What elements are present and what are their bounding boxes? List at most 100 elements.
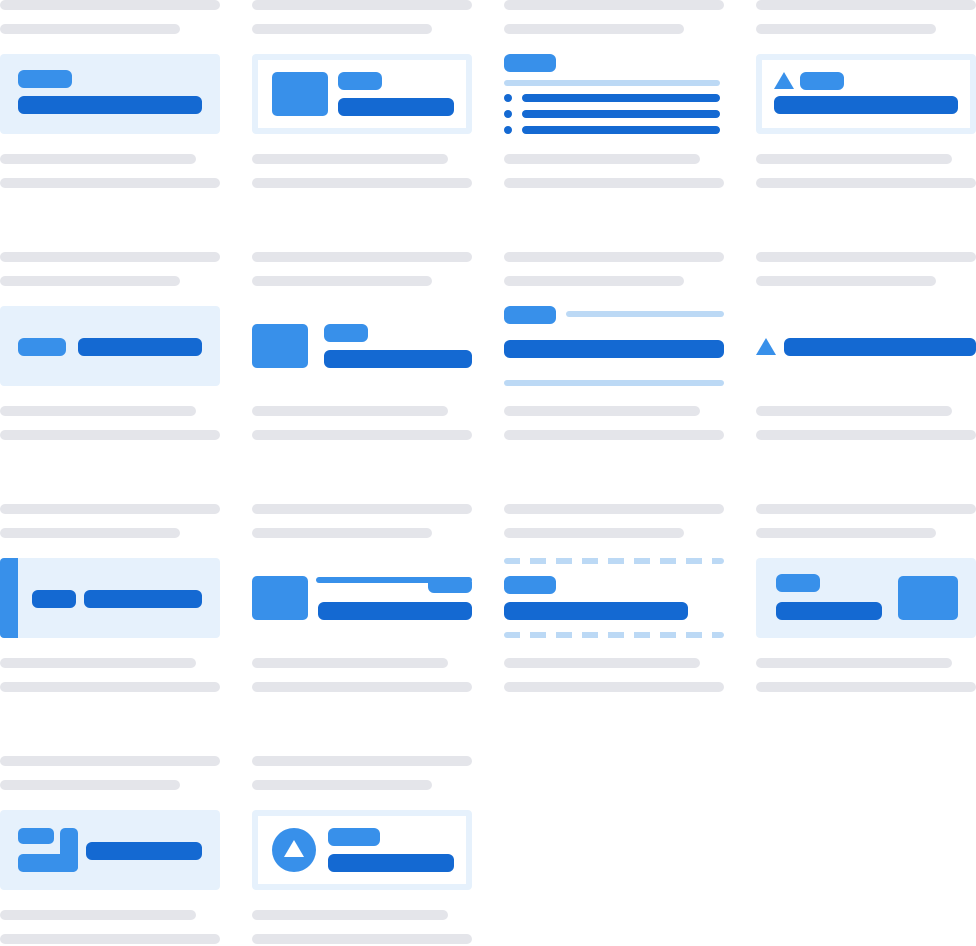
- skeleton-line: [504, 252, 724, 262]
- skeleton-line: [252, 252, 472, 262]
- tile-11[interactable]: [504, 504, 724, 694]
- skeleton-line: [756, 252, 976, 262]
- tile-6[interactable]: [252, 252, 472, 442]
- bullet-line: [522, 94, 720, 102]
- label-chip: [32, 590, 76, 608]
- tile-7[interactable]: [504, 252, 724, 442]
- tile-10[interactable]: [252, 504, 472, 694]
- skeleton-line: [0, 252, 220, 262]
- skeleton-line: [0, 658, 196, 668]
- skeleton-line: [0, 780, 180, 790]
- skeleton-line: [504, 178, 724, 188]
- skeleton-line: [504, 658, 700, 668]
- bullet-dot: [504, 94, 512, 102]
- skeleton-line: [504, 276, 684, 286]
- list-heading-chip: [504, 54, 556, 72]
- skeleton-line: [504, 682, 724, 692]
- skeleton-line: [504, 0, 724, 10]
- primary-bar: [18, 96, 202, 114]
- primary-bar: [784, 338, 976, 356]
- primary-bar: [324, 350, 472, 368]
- warning-triangle-icon: [774, 72, 794, 89]
- bullet-line: [522, 110, 720, 118]
- skeleton-line: [756, 504, 976, 514]
- skeleton-line: [0, 504, 220, 514]
- tile-4[interactable]: [756, 0, 976, 190]
- skeleton-line: [252, 24, 432, 34]
- label-chip: [18, 338, 66, 356]
- image-placeholder: [272, 72, 328, 116]
- skeleton-line: [504, 406, 700, 416]
- skeleton-line: [504, 24, 684, 34]
- tile-3[interactable]: [504, 0, 724, 190]
- primary-bar: [86, 842, 202, 860]
- label-chip: [428, 577, 472, 593]
- skeleton-line: [0, 24, 180, 34]
- bullet-dot: [504, 110, 512, 118]
- skeleton-line: [252, 406, 448, 416]
- tile-8[interactable]: [756, 252, 976, 442]
- primary-bar: [504, 602, 688, 620]
- skeleton-line: [0, 406, 196, 416]
- skeleton-line: [0, 430, 220, 440]
- skeleton-line: [0, 682, 220, 692]
- tile-14[interactable]: [252, 756, 472, 946]
- skeleton-line: [504, 154, 700, 164]
- bullet-line: [522, 126, 720, 134]
- skeleton-line: [756, 430, 976, 440]
- skeleton-line: [504, 430, 724, 440]
- primary-bar: [318, 602, 472, 620]
- tile-2[interactable]: [252, 0, 472, 190]
- skeleton-line: [504, 528, 684, 538]
- skeleton-line: [0, 528, 180, 538]
- skeleton-line: [0, 178, 220, 188]
- dashed-divider: [504, 558, 724, 564]
- primary-bar: [774, 96, 958, 114]
- skeleton-line: [0, 154, 196, 164]
- skeleton-line: [0, 276, 180, 286]
- tile-12[interactable]: [756, 504, 976, 694]
- triangle-icon: [284, 840, 304, 857]
- tile-9[interactable]: [0, 504, 220, 694]
- skeleton-line: [756, 24, 936, 34]
- line-tag: [316, 577, 472, 583]
- shape-icon-bottom: [18, 854, 78, 872]
- left-accent-bar: [0, 558, 18, 638]
- label-chip: [338, 72, 382, 90]
- image-placeholder: [252, 576, 308, 620]
- skeleton-line: [252, 780, 432, 790]
- skeleton-line: [756, 178, 976, 188]
- skeleton-line: [252, 276, 432, 286]
- callout-box: [0, 54, 220, 134]
- skeleton-line: [0, 934, 220, 944]
- label-chip: [504, 576, 556, 594]
- bullet-dot: [504, 126, 512, 134]
- list-divider: [504, 80, 720, 86]
- image-placeholder: [898, 576, 958, 620]
- skeleton-line: [504, 504, 724, 514]
- label-chip: [504, 306, 556, 324]
- skeleton-line: [252, 658, 448, 668]
- skeleton-line: [756, 658, 952, 668]
- skeleton-line: [252, 504, 472, 514]
- skeleton-line: [252, 178, 472, 188]
- tile-5[interactable]: [0, 252, 220, 442]
- tile-1[interactable]: [0, 0, 220, 190]
- warning-triangle-icon: [756, 338, 776, 355]
- label-chip: [328, 828, 380, 846]
- divider-line: [566, 311, 724, 317]
- image-placeholder: [252, 324, 308, 368]
- label-chip: [324, 324, 368, 342]
- skeleton-line: [252, 910, 448, 920]
- skeleton-line: [252, 0, 472, 10]
- skeleton-line: [252, 934, 472, 944]
- label-chip: [18, 70, 72, 88]
- primary-bar: [338, 98, 454, 116]
- tile-13[interactable]: [0, 756, 220, 946]
- skeleton-line: [756, 0, 976, 10]
- label-chip: [776, 574, 820, 592]
- skeleton-line: [0, 0, 220, 10]
- primary-bar: [78, 338, 202, 356]
- skeleton-line: [0, 756, 220, 766]
- skeleton-line: [756, 154, 952, 164]
